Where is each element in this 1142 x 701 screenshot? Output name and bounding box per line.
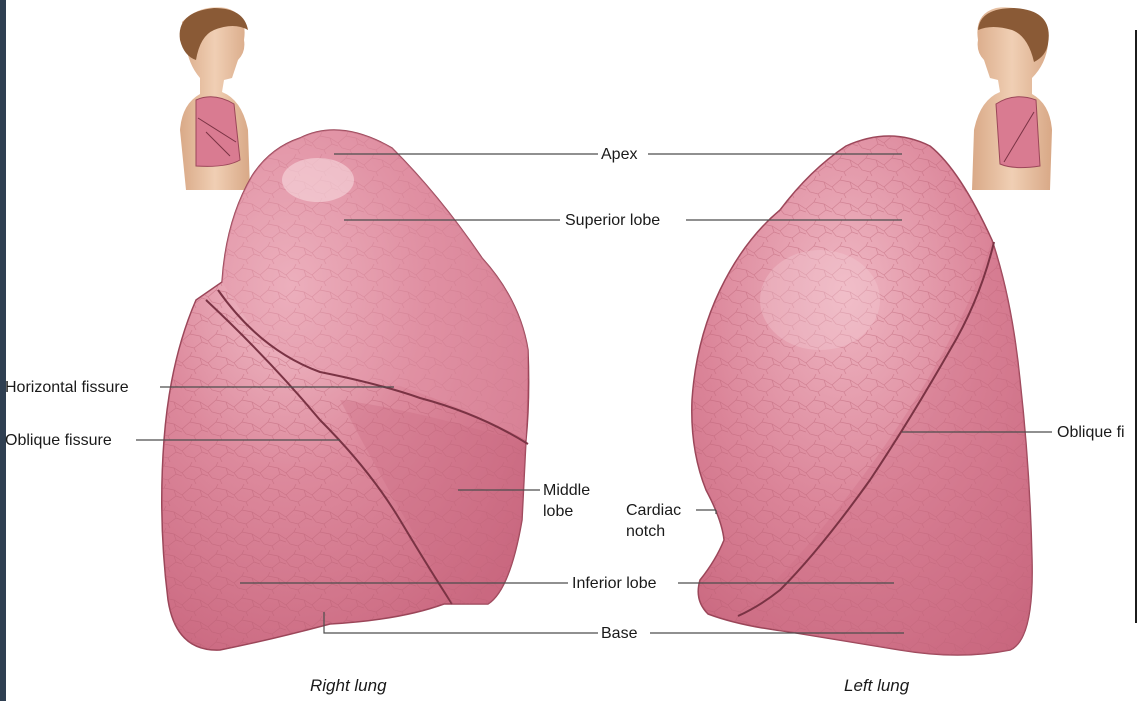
left-lung [692,136,1032,655]
torso-figure-left-view [972,7,1052,190]
right-lung [162,130,529,650]
label-middle-lobe-line1: Middle [543,480,590,501]
caption-right-lung: Right lung [310,676,387,696]
torso-figure-right-view [180,7,250,190]
label-apex: Apex [601,144,637,165]
label-middle-lobe-line2: lobe [543,501,573,522]
label-base: Base [601,623,637,644]
label-cardiac-notch-line1: Cardiac [626,500,681,521]
label-cardiac-notch-line2: notch [626,521,665,542]
label-superior-lobe: Superior lobe [565,210,660,231]
caption-left-lung: Left lung [844,676,909,696]
label-oblique-fissure-left: Oblique fi [1057,422,1125,443]
label-oblique-fissure-right: Oblique fissure [5,430,112,451]
label-horizontal-fissure: Horizontal fissure [5,377,129,398]
label-inferior-lobe: Inferior lobe [572,573,657,594]
